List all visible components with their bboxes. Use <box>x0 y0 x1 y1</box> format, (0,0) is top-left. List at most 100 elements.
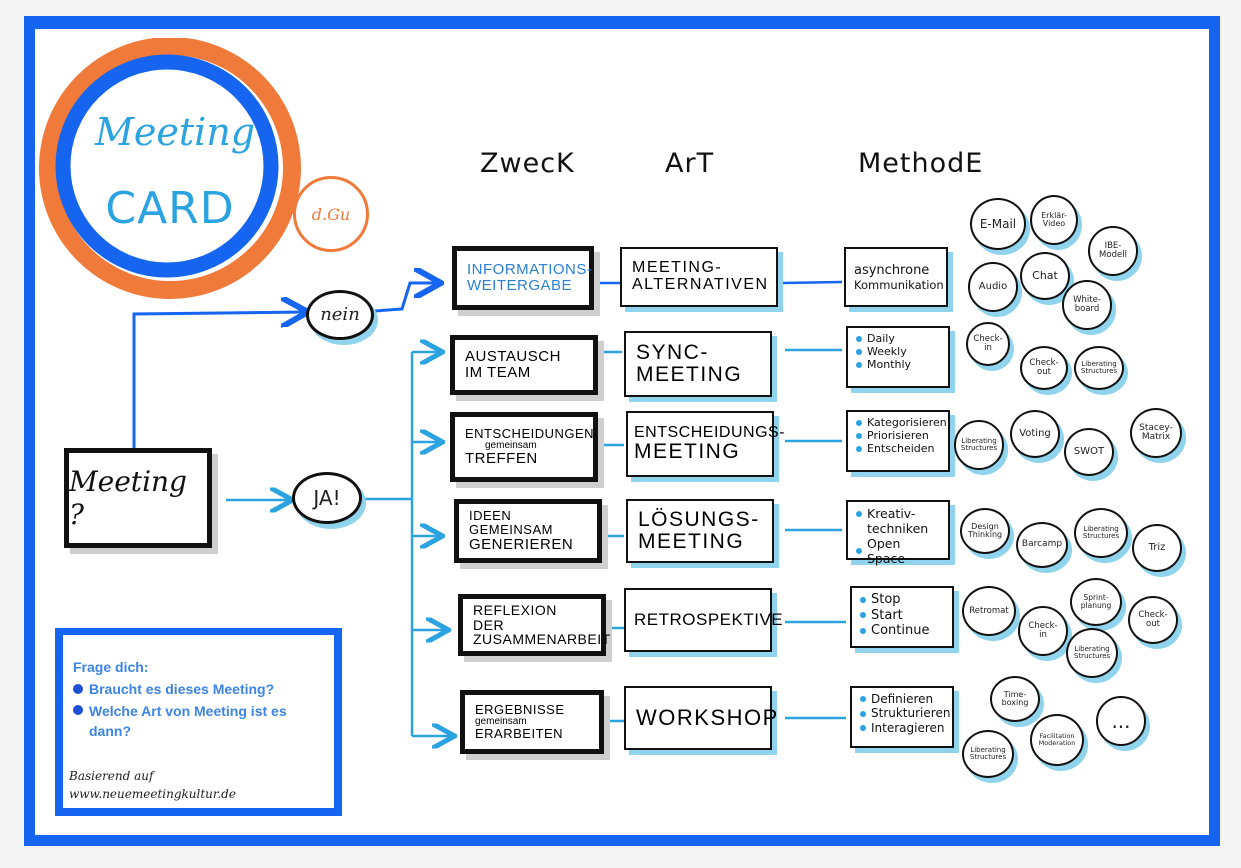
zweck-box-reflexion: Reflexion der Zusammenarbeit <box>458 594 611 656</box>
methode-item: Kommunikation <box>854 277 944 292</box>
method-circle: Erklär- Video <box>1030 195 1078 245</box>
header-methode: MethodE <box>858 148 984 179</box>
methode-item: Kategorisieren <box>856 416 947 429</box>
method-circle: Design Thinking <box>960 508 1010 554</box>
methode-item: Interagieren <box>860 721 945 735</box>
method-circle: Facilitation Moderation <box>1030 714 1084 766</box>
ja-bubble: JA! <box>292 472 362 524</box>
methode-box-loesung: Kreativ- techniken Open Space <box>846 500 950 566</box>
methode-item: Strukturieren <box>860 706 950 720</box>
methode-item: Monthly <box>856 358 940 371</box>
art-line: Meeting <box>638 530 745 553</box>
author-badge-text: d.Gu <box>311 204 351 224</box>
methode-box-entscheidung: Kategorisieren Priorisieren Entscheiden <box>846 410 950 472</box>
method-circle: SWOT <box>1064 428 1114 476</box>
bullet-dot <box>73 705 83 715</box>
zweck-line: Entscheidungen <box>465 426 595 442</box>
art-line: Lösungs- <box>638 507 760 531</box>
method-circle: Stacey- Matrix <box>1130 408 1182 458</box>
methode-item: Daily <box>856 332 940 345</box>
art-box-workshop: Workshop <box>624 686 779 750</box>
art-line: Workshop <box>636 705 779 731</box>
zweck-line: weitergabe <box>467 277 573 294</box>
method-circle: Check- out <box>1020 346 1068 390</box>
method-circle: Retromat <box>962 586 1016 636</box>
zweck-box-ergebnisse: Ergebnisse gemeinsam erarbeiten <box>460 690 604 754</box>
art-line: Retrospektive <box>634 610 784 630</box>
methode-item: Weekly <box>856 345 940 358</box>
methode-item: asynchrone <box>854 262 930 278</box>
art-line: Alternativen <box>632 276 769 293</box>
header-zweck: ZwecK <box>480 148 575 179</box>
method-circle: Check- in <box>1018 606 1068 656</box>
zweck-line: gemeinsam <box>485 439 537 451</box>
nein-label: nein <box>320 303 360 325</box>
zweck-box-ideen: Ideen gemeinsam generieren <box>454 499 602 563</box>
methode-box-workshop: Definieren Strukturieren Interagieren <box>850 686 954 748</box>
more-methods-ellipsis: ... <box>1096 696 1146 746</box>
zweck-line: Informations- <box>467 261 593 279</box>
methode-item: Start <box>860 608 944 624</box>
art-box-retrospektive: Retrospektive <box>624 588 784 652</box>
methode-item: Priorisieren <box>856 429 940 442</box>
method-circle: Barcamp <box>1016 522 1068 568</box>
method-circle: Sprint- planung <box>1070 578 1122 626</box>
art-line: Meeting <box>634 440 741 464</box>
logo-title-card: CARD <box>105 183 235 234</box>
art-line: Sync- <box>636 340 709 364</box>
method-circle: Chat <box>1020 252 1070 300</box>
methode-box-retro: Stop Start Continue <box>850 586 954 648</box>
panel-footer-source: Basierend auf <box>69 769 154 783</box>
nein-bubble: nein <box>306 290 374 340</box>
art-line: Entscheidungs- <box>634 423 786 441</box>
method-circle: Liberating Structures <box>1066 628 1118 678</box>
methode-item: Definieren <box>860 692 944 706</box>
zweck-line: gemeinsam <box>475 715 527 727</box>
art-line: Meeting- <box>632 259 723 277</box>
methode-item: Continue <box>860 623 944 639</box>
method-circle: E-Mail <box>970 198 1026 250</box>
zweck-line: treffen <box>465 450 538 468</box>
method-circle: Liberating Structures <box>1074 346 1124 390</box>
method-circle: Voting <box>1010 410 1060 458</box>
methode-item: Entscheiden <box>856 442 940 455</box>
question-panel: Frage dich: Braucht es dieses Meeting? W… <box>55 628 342 816</box>
art-box-entscheidungs-meeting: Entscheidungs- Meeting <box>626 411 786 477</box>
zweck-line: Zusammenarbeit <box>473 631 611 648</box>
panel-bullet: Welche Art von Meeting ist es dann? <box>73 702 323 741</box>
art-box-loesungs-meeting: Lösungs- Meeting <box>626 499 774 563</box>
methode-item: Open Space <box>856 536 940 566</box>
method-circle: White- board <box>1062 280 1112 330</box>
method-circle: IBE- Modell <box>1088 226 1138 276</box>
zweck-box-austausch: Austausch im Team <box>450 335 598 395</box>
methode-item: Kreativ- <box>856 506 940 521</box>
author-badge: d.Gu <box>293 176 369 252</box>
logo-rings <box>39 38 301 299</box>
art-line: Meeting <box>636 363 743 386</box>
zweck-box-informationsweitergabe: Informations- weitergabe <box>452 246 594 310</box>
method-circle: Liberating Structures <box>954 420 1004 470</box>
method-circle: Check- in <box>966 322 1010 366</box>
method-circle: Check- out <box>1128 596 1178 644</box>
panel-footer-url: www.neuemeetingkultur.de <box>69 787 236 801</box>
method-circle: Time- boxing <box>990 676 1040 722</box>
zweck-box-entscheidungen: Entscheidungen gemeinsam treffen <box>450 412 598 482</box>
meeting-question-label: Meeting ? <box>69 465 187 531</box>
ja-label: JA! <box>313 485 341 510</box>
zweck-line: generieren <box>469 535 574 553</box>
zweck-line: Ergebnisse <box>475 702 565 718</box>
panel-heading: Frage dich: <box>73 659 149 675</box>
method-circle: Liberating Structures <box>1074 508 1128 558</box>
art-box-sync-meeting: Sync- Meeting <box>624 331 772 397</box>
meeting-question-box: Meeting ? <box>64 448 212 548</box>
logo-title-meeting: Meeting <box>95 110 256 154</box>
art-box-meeting-alternativen: Meeting- Alternativen <box>620 247 778 307</box>
zweck-line: im Team <box>465 364 531 381</box>
panel-bullet: Braucht es dieses Meeting? <box>73 681 274 697</box>
meeting-card-logo: Meeting CARD <box>35 38 305 300</box>
zweck-line: erarbeiten <box>475 726 564 742</box>
methode-item: Stop <box>860 592 944 608</box>
zweck-line: Reflexion der <box>473 601 557 633</box>
method-circle: Liberating Structures <box>962 730 1014 778</box>
